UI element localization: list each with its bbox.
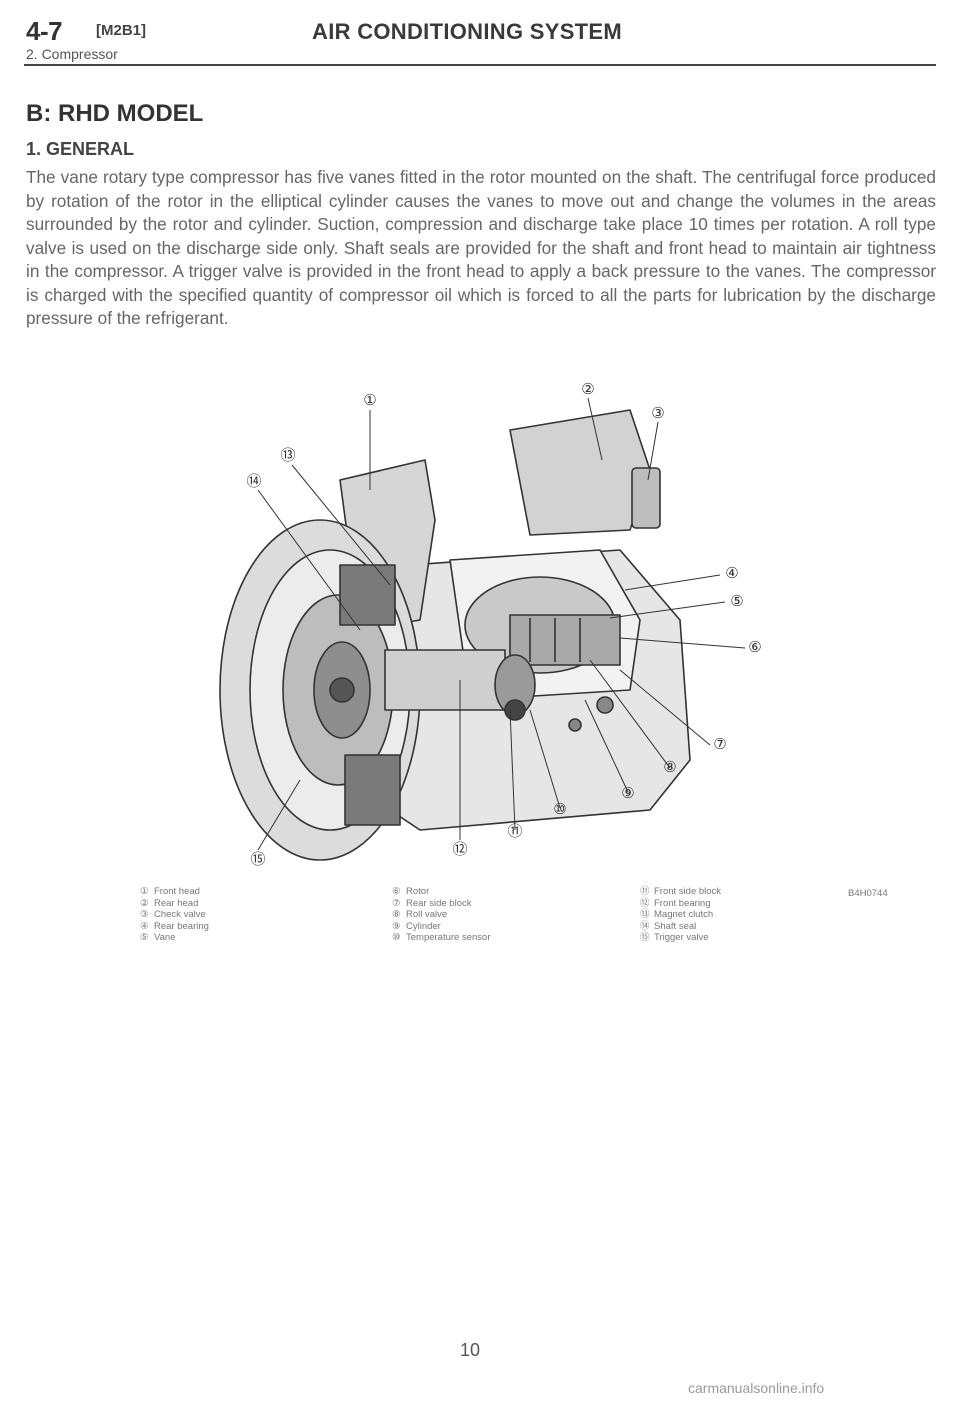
callout-5: ⑤ (730, 593, 743, 610)
body-paragraph: The vane rotary type compressor has five… (26, 167, 936, 328)
section-code: [M2B1] (96, 22, 147, 39)
header-divider (24, 64, 936, 66)
subsection-heading: 1. GENERAL (26, 139, 135, 159)
callout-3: ③ (651, 405, 664, 422)
callout-4: ④ (725, 565, 738, 582)
watermark: carmanualsonline.info (688, 1380, 825, 1396)
callout-7: ⑦ (713, 736, 726, 753)
callout-10: ⑩ (553, 801, 566, 818)
callout-12: ⑫ (452, 841, 467, 858)
callout-14: ⑭ (246, 473, 261, 490)
section-heading: B: RHD MODEL (26, 100, 204, 127)
callout-15: ⑮ (250, 851, 265, 868)
callout-2: ② (581, 381, 594, 398)
figure-code: B4H0744 (848, 888, 888, 899)
page-number: 10 (460, 1340, 481, 1360)
page-subtitle: 2. Compressor (26, 46, 118, 62)
callout-13: ⑬ (280, 447, 295, 464)
callout-8: ⑧ (663, 759, 676, 776)
callout-6: ⑥ (748, 639, 761, 656)
section-number: 4-7 (26, 16, 63, 46)
callout-1: ① (363, 392, 376, 409)
page-title: AIR CONDITIONING SYSTEM (312, 19, 623, 44)
callout-11: ⑪ (507, 823, 522, 840)
callout-9: ⑨ (621, 785, 634, 802)
compressor-cutaway-illustration: ① ② ③ ④ ⑤ ⑥ ⑦ ⑧ ⑨ ⑩ ⑪ ⑫ ⑬ ⑭ ⑮ (219, 381, 762, 868)
